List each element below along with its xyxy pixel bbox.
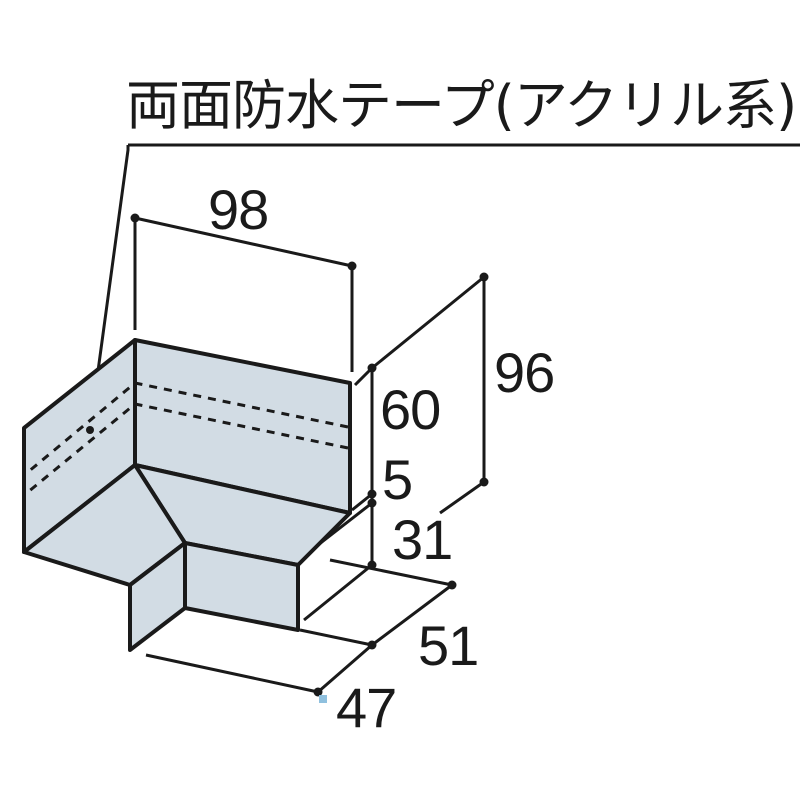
dim-98: 98 [208, 178, 269, 241]
dim-31: 31 [392, 508, 453, 571]
dim-51: 51 [418, 614, 479, 677]
dimension-dots [130, 213, 489, 697]
part-body [22, 338, 352, 652]
tape-dashed-lines [27, 381, 349, 494]
leader-line [88, 143, 800, 431]
dim-47: 47 [336, 676, 397, 739]
dim-60: 60 [380, 378, 441, 441]
lower-front-left-panel [128, 541, 187, 652]
dimension-lines [133, 216, 486, 694]
dim-5: 5 [382, 448, 413, 511]
marker-square [319, 695, 327, 703]
dim-96: 96 [494, 341, 555, 404]
tape-label: 両面防水テープ(アクリル系) [126, 74, 797, 137]
tape-leader-dot [86, 426, 94, 434]
